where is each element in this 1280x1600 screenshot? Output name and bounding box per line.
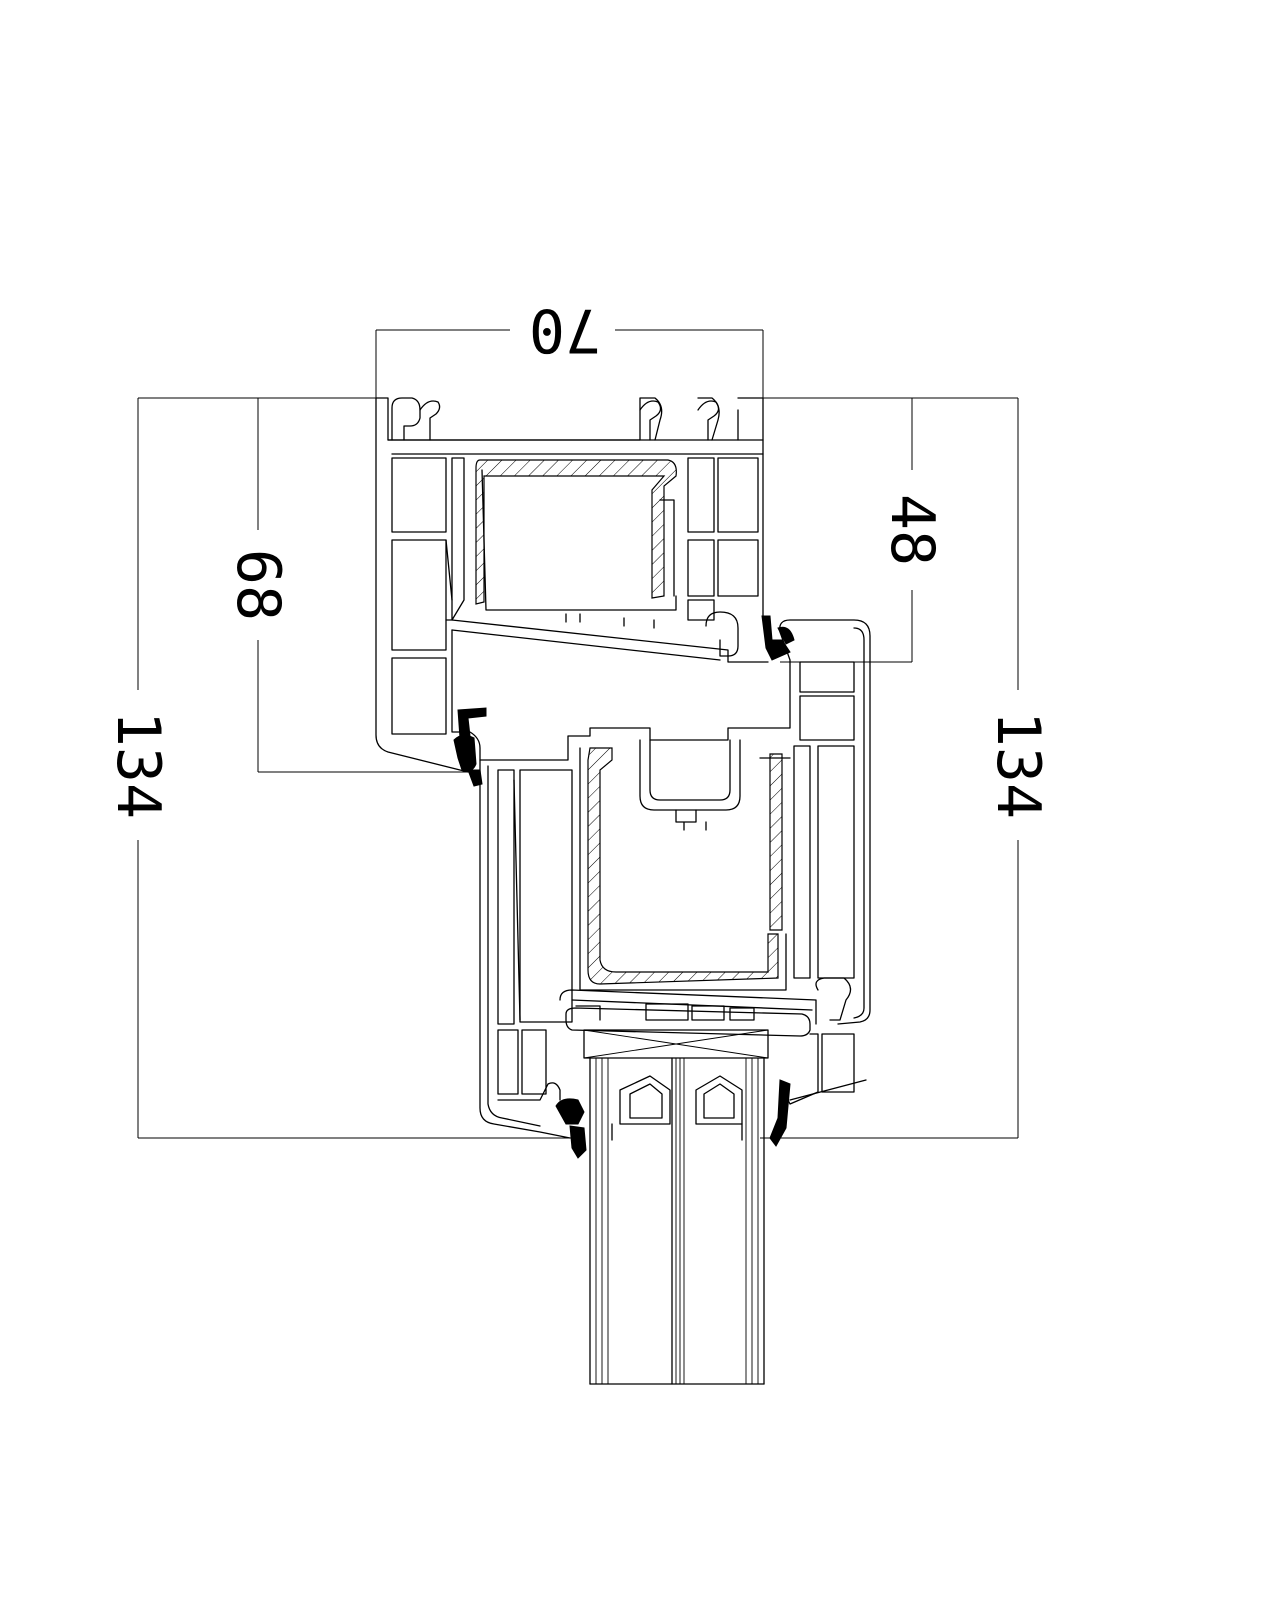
dimension-right-134 — [760, 397, 1019, 1139]
dimension-top-70 — [375, 329, 764, 398]
dimension-left-68 — [257, 398, 470, 773]
dimension-label-left-inner: 68 — [223, 549, 293, 621]
dimension-label-right-inner: 48 — [877, 494, 947, 566]
dimension-label-left-outer: 134 — [103, 711, 173, 819]
dimension-left-134 — [137, 397, 580, 1139]
glass-unit — [589, 1057, 765, 1385]
dimension-label-right-outer: 134 — [983, 711, 1053, 819]
dimension-lines — [137, 329, 1019, 1139]
frame-profile — [375, 397, 769, 773]
sash-profile — [451, 619, 871, 1139]
dimension-label-top: 70 — [529, 295, 601, 365]
gaskets — [453, 615, 795, 1159]
